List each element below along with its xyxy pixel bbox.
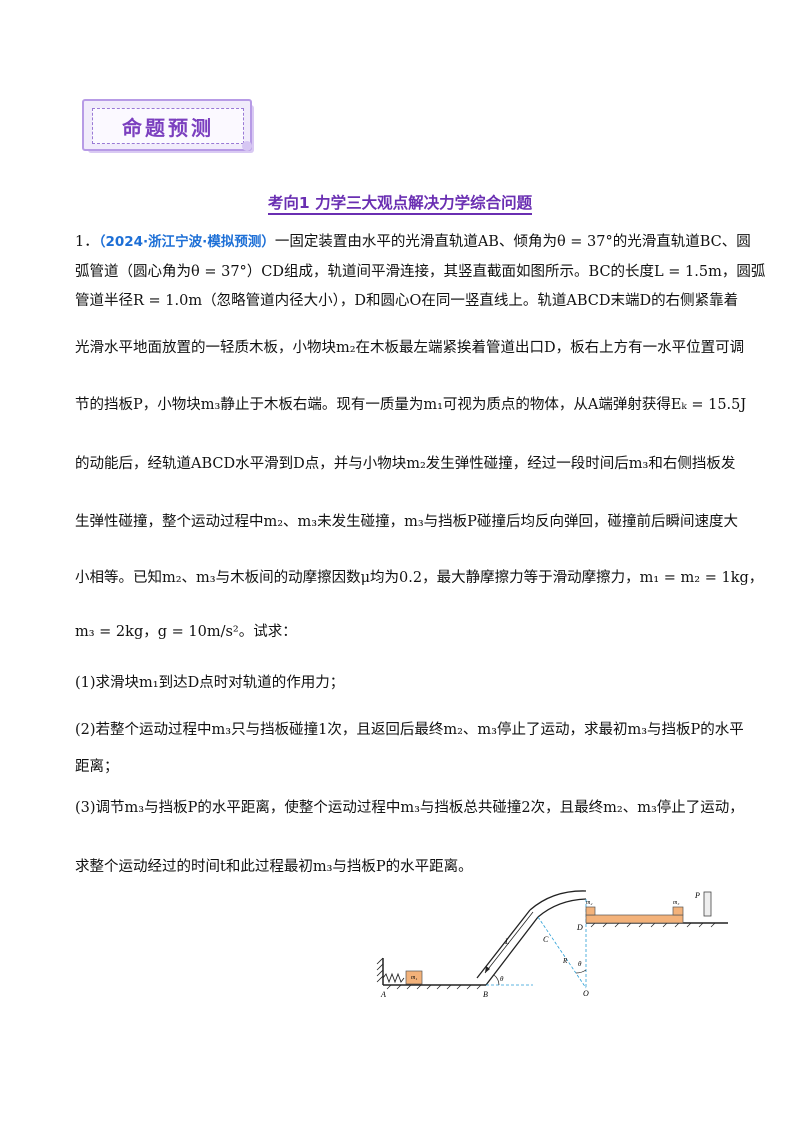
section-banner: 命题预测: [82, 99, 254, 153]
banner-frame: 命题预测: [82, 99, 252, 151]
label-c: C: [543, 935, 549, 944]
label-b: B: [483, 990, 488, 999]
problem-line-7: 生弹性碰撞，整个运动过程中m₂、m₃未发生碰撞，m₃与挡板P碰撞后均反向弹回，碰…: [75, 514, 738, 530]
block-m3: [672, 906, 684, 916]
problem-line-1: 1．（2024·浙江宁波·模拟预测）一固定装置由水平的光滑直轨道AB、倾角为θ …: [75, 232, 751, 252]
label-m1: m₁: [411, 975, 417, 981]
banner-decor-dot: [242, 141, 252, 151]
baffle-p: [703, 891, 712, 917]
arc-tube-inner: [537, 898, 587, 918]
question-3-cont: 求整个运动经过的时间t和此过程最初m₃与挡板P的水平距离。: [75, 859, 473, 875]
label-o: O: [583, 989, 589, 998]
angle-arc-o: [575, 969, 587, 974]
label-a: A: [380, 990, 386, 999]
problem-line-4: 光滑水平地面放置的一轻质木板，小物块m₂在木板最左端紧挨着管道出口D，板右上方有…: [75, 340, 745, 356]
label-l: L: [504, 937, 510, 946]
incline-bc-lower: [485, 916, 539, 986]
block-m1: [405, 970, 423, 985]
section-title: 考向1 力学三大观点解决力学综合问题: [0, 191, 800, 215]
label-theta-o: θ: [578, 960, 582, 968]
ground-hatch: [386, 984, 482, 990]
problem-text: 一固定装置由水平的光滑直轨道AB、倾角为θ = 37°的光滑直轨道BC、圆: [274, 234, 751, 250]
banner-title: 命题预测: [122, 115, 214, 140]
problem-line-9: m₃ = 2kg，g = 10m/s²。试求：: [75, 624, 297, 640]
problem-number: 1．: [75, 234, 99, 250]
length-arrow-head: [485, 966, 490, 973]
spring: [382, 972, 405, 984]
track-diagram: m₁ A B L θ θ R C O D m₂ m₃ P: [376, 890, 728, 999]
block-m2: [585, 906, 596, 916]
problem-line-5: 节的挡板P，小物块m₃静止于木板右端。现有一质量为m₁可视为质点的物体，从A端弹…: [75, 397, 747, 413]
label-m2: m₂: [586, 900, 592, 906]
radius-co: [537, 916, 587, 989]
label-m3: m₃: [673, 900, 679, 906]
length-arrow: [484, 911, 534, 974]
ground-right-hatch: [590, 922, 716, 928]
wooden-board: [585, 914, 684, 924]
incline-bc-upper: [476, 909, 531, 979]
problem-line-8: 小相等。已知m₂、m₃与木板间的动摩擦因数μ均为0.2，最大静摩擦力等于滑动摩擦…: [75, 570, 764, 586]
arc-tube-outer: [529, 890, 587, 911]
label-r: R: [562, 957, 568, 965]
question-2: (2)若整个运动过程中m₃只与挡板碰撞1次，且返回后最终m₂、m₃停止了运动，求…: [75, 722, 744, 738]
question-2-cont: 距离；: [75, 759, 119, 775]
label-d: D: [576, 923, 583, 932]
wall-hatch: [376, 957, 384, 983]
banner-inner: 命题预测: [92, 108, 244, 144]
question-3: (3)调节m₃与挡板P的水平距离，使整个运动过程中m₃与挡板总共碰撞2次，且最终…: [75, 800, 744, 816]
label-p: P: [694, 891, 700, 900]
problem-line-3: 管道半径R = 1.0m（忽略管道内径大小），D和圆心O在同一竖直线上。轨道AB…: [75, 293, 739, 309]
problem-line-2: 弧管道（圆心角为θ = 37°）CD组成，轨道间平滑连接，其竖直截面如图所示。B…: [75, 264, 766, 280]
problem-source: （2024·浙江宁波·模拟预测）: [98, 234, 275, 250]
problem-line-6: 的动能后，经轨道ABCD水平滑到D点，并与小物块m₂发生弹性碰撞，经过一段时间后…: [75, 456, 736, 472]
question-1: (1)求滑块m₁到达D点时对轨道的作用力；: [75, 675, 345, 691]
label-theta-b: θ: [500, 975, 504, 983]
section-title-text: 考向1 力学三大观点解决力学综合问题: [267, 194, 533, 215]
angle-arc-b: [493, 974, 500, 986]
